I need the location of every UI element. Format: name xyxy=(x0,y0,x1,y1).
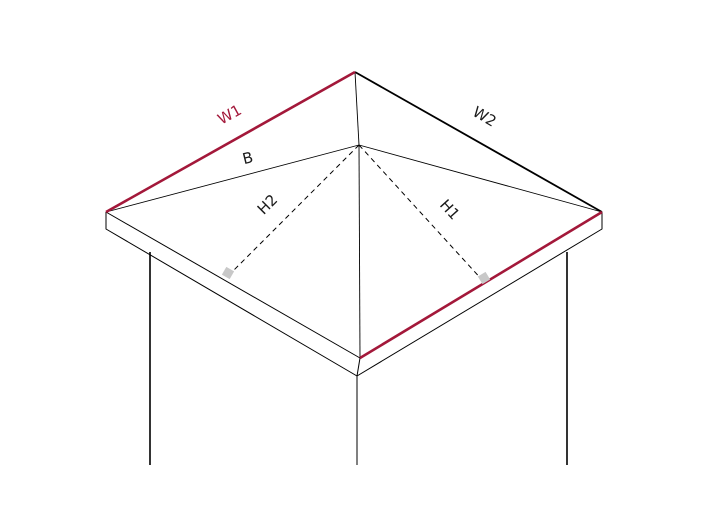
edge-w1-front xyxy=(359,210,603,360)
label-h2: H2 xyxy=(254,191,281,218)
roof-outline xyxy=(105,71,603,359)
slab-right-face xyxy=(356,212,603,377)
slant-height-h2-line xyxy=(229,144,360,275)
label-w2: W2 xyxy=(469,103,499,131)
ridge-to-back-corner xyxy=(354,71,360,146)
eave-back-right xyxy=(354,71,603,213)
slant-heights xyxy=(229,144,485,283)
ridge-to-left-corner xyxy=(105,144,360,213)
slab-front-edge xyxy=(356,357,361,377)
right-angle-markers xyxy=(221,266,491,285)
label-b: B xyxy=(241,148,255,168)
width-edges xyxy=(105,70,603,360)
slab-left-face xyxy=(105,212,358,377)
edge-w1 xyxy=(105,70,356,214)
roof-slab xyxy=(105,212,603,377)
ridge-to-right-corner xyxy=(358,144,603,213)
label-w1: W1 xyxy=(215,101,245,129)
right-angle-marker-h2 xyxy=(221,266,235,280)
post-walls xyxy=(149,252,568,465)
right-angle-marker-h1 xyxy=(477,271,491,285)
eave-front-left xyxy=(105,211,361,359)
slant-height-h1-line xyxy=(358,144,485,283)
ridge-to-front-corner xyxy=(358,144,361,359)
label-h1: H1 xyxy=(436,196,463,224)
hip-ridges xyxy=(105,71,603,359)
